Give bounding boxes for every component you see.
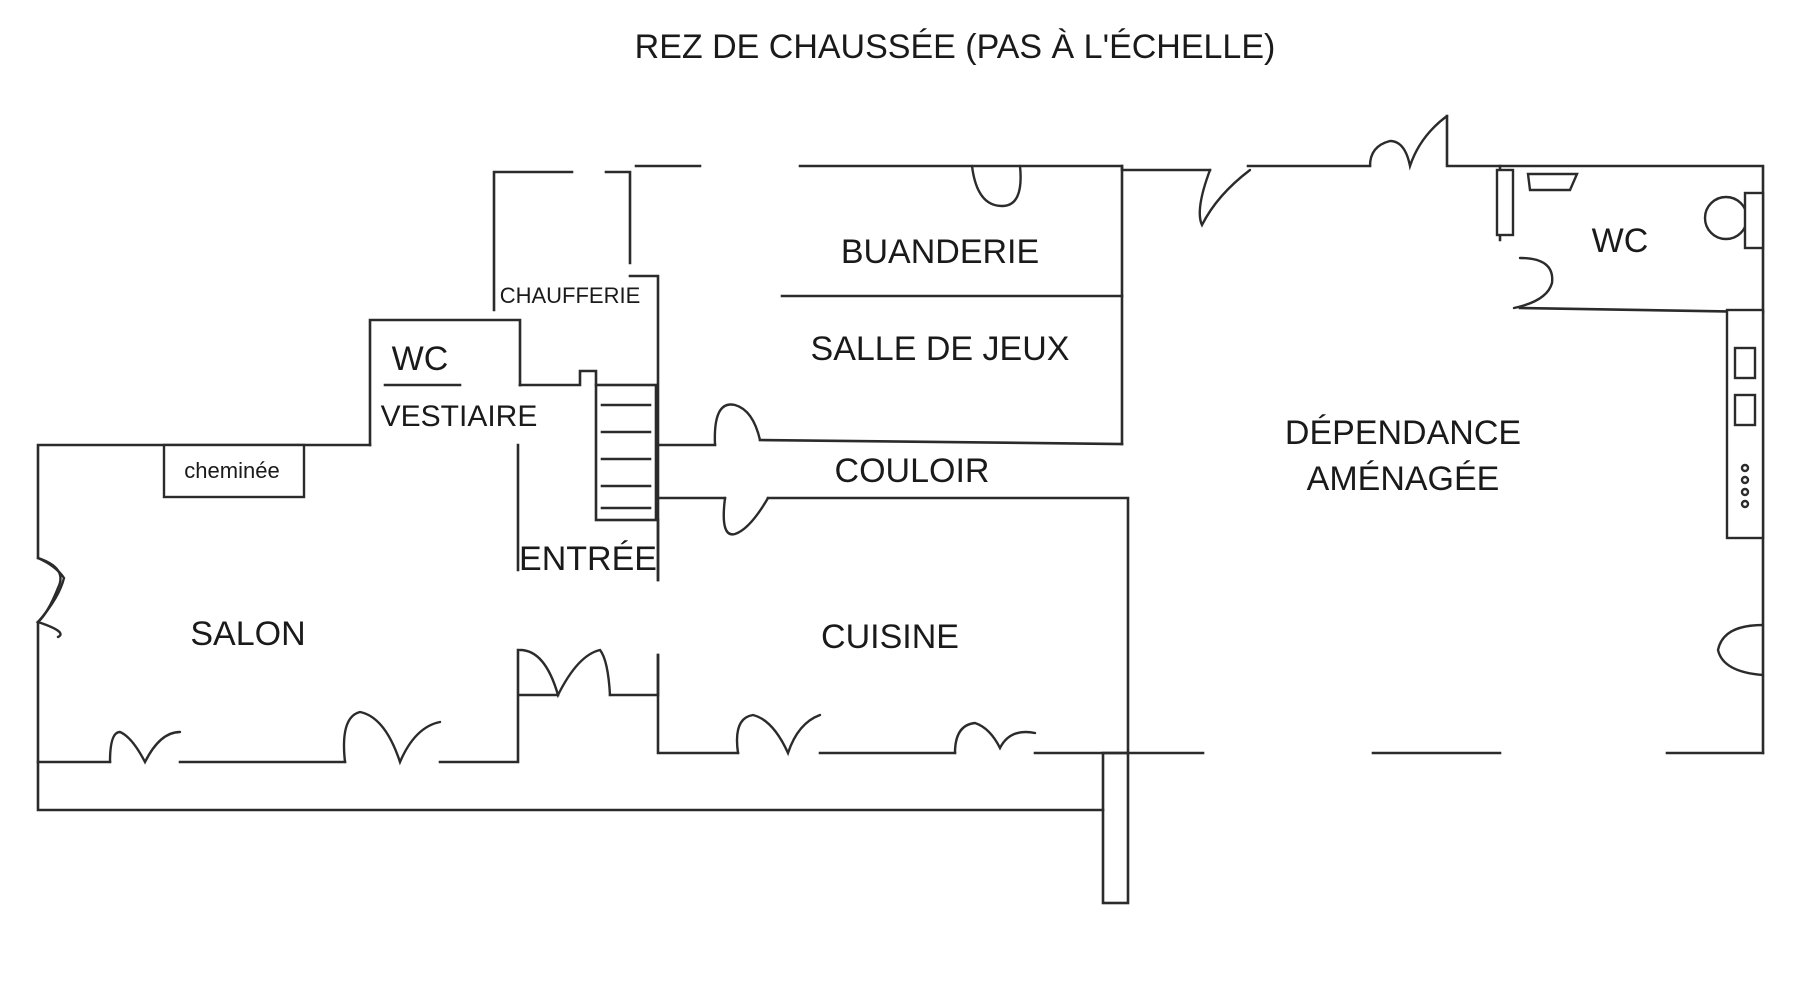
room-label-wc-left: WC xyxy=(392,340,449,378)
interior-walls xyxy=(383,164,1765,755)
toilet-icon xyxy=(1703,195,1749,241)
room-label-salle-de-jeux: SALLE DE JEUX xyxy=(811,330,1070,368)
room-label-wc-right: WC xyxy=(1592,222,1649,260)
room-label-entree: ENTRÉE xyxy=(519,540,657,578)
doors xyxy=(35,114,1765,766)
fireplace-label: cheminée xyxy=(184,458,279,483)
fireplace xyxy=(162,443,306,499)
plan-title: REZ DE CHAUSSÉE (PAS À L'ÉCHELLE) xyxy=(635,28,1276,66)
fixtures xyxy=(162,168,1765,540)
room-label-vestiaire: VESTIAIRE xyxy=(381,400,538,433)
room-label-couloir: COULOIR xyxy=(835,452,990,490)
room-labels: BUANDERIE SALLE DE JEUX CHAUFFERIE WC VE… xyxy=(184,222,1648,656)
sink-icon xyxy=(1526,172,1579,192)
room-label-cuisine: CUISINE xyxy=(821,618,959,656)
room-label-dependance-1: DÉPENDANCE xyxy=(1285,414,1521,452)
room-label-buanderie: BUANDERIE xyxy=(841,233,1039,271)
exterior-walls xyxy=(36,114,1765,905)
room-label-dependance-2: AMÉNAGÉE xyxy=(1307,460,1500,498)
room-label-salon: SALON xyxy=(190,615,305,653)
room-label-chaufferie: CHAUFFERIE xyxy=(500,283,641,308)
